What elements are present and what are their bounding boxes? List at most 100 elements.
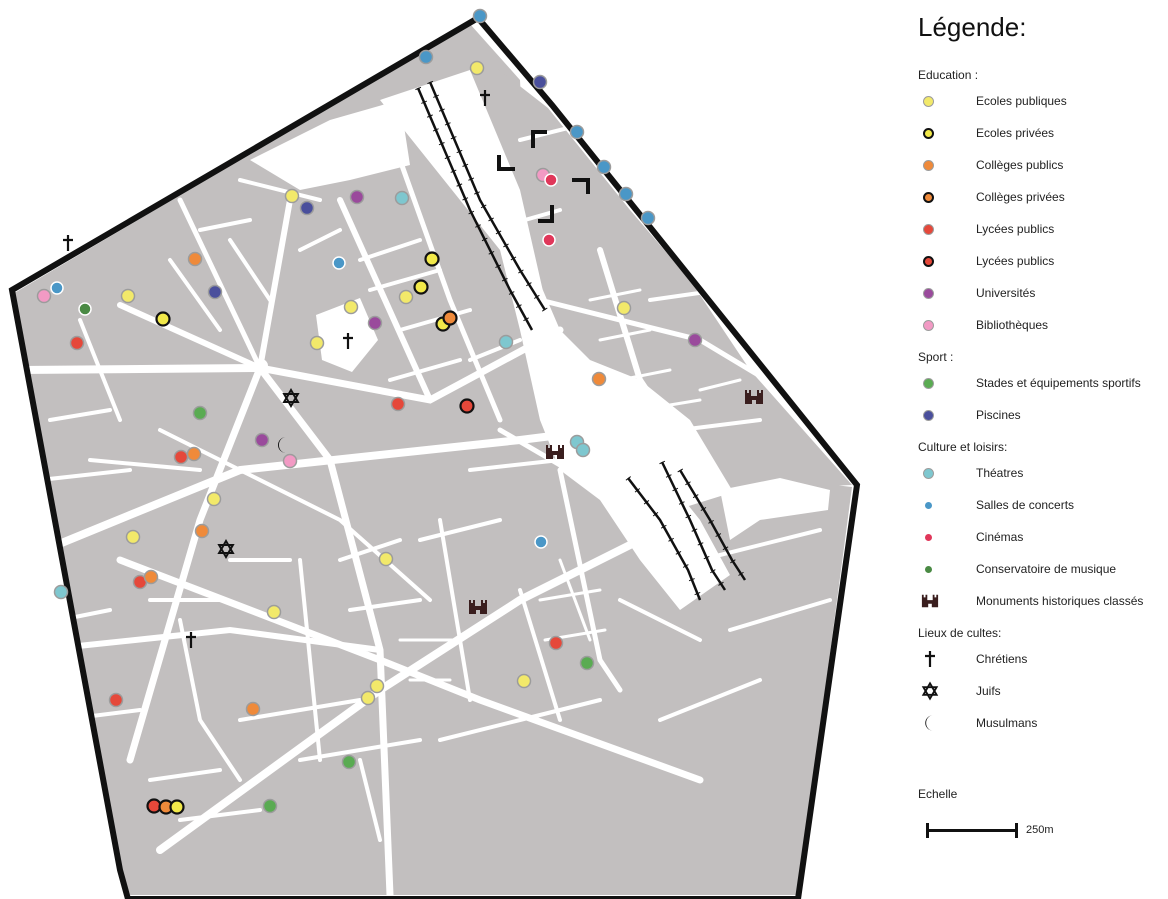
- universite-dot-swatch: [923, 287, 934, 299]
- ecole-publique-dot: [918, 91, 954, 111]
- legend-item-label: Stades et équipements sportifs: [976, 376, 1141, 390]
- street: [156, 516, 684, 854]
- salle-concert-dot: [918, 495, 954, 515]
- section-title-sport: Sport :: [918, 350, 954, 364]
- universite-dot: [367, 315, 383, 331]
- college-public-dot-swatch: [923, 159, 934, 171]
- street: [238, 698, 362, 722]
- salle-concert-dot: [50, 281, 64, 295]
- cross-icon: [480, 90, 490, 106]
- city-blocks: [14, 24, 852, 895]
- scale-bar: [926, 823, 1018, 838]
- salle-concert-dot: [569, 124, 585, 140]
- block-area: [480, 55, 852, 490]
- ecole-publique-dot: [309, 335, 325, 351]
- street: [298, 228, 342, 252]
- theatre-dot: [394, 190, 410, 206]
- legend-item-label: Théatres: [976, 466, 1024, 480]
- street: [48, 408, 112, 422]
- railway-track: [678, 469, 747, 581]
- street: [438, 698, 602, 742]
- ecole-publique-dot: [378, 551, 394, 567]
- ecole-publique-dot: [398, 289, 414, 305]
- street: [538, 588, 602, 602]
- district-map: [8, 8, 861, 899]
- cross-icon: [925, 651, 935, 667]
- stade-dot: [918, 373, 954, 393]
- chevron-marker-icon: [572, 178, 590, 194]
- railway-lines: [415, 80, 748, 602]
- scale-row: 250m: [918, 823, 1163, 838]
- college-public-dot: [591, 371, 607, 387]
- section-title-education: Education :: [918, 68, 979, 82]
- street: [78, 318, 122, 422]
- legend-item-label: Piscines: [976, 408, 1021, 422]
- street: [368, 268, 442, 292]
- stade-dot: [262, 798, 278, 814]
- lycee-public-dot: [390, 396, 406, 412]
- ecole-privee-dot: [918, 123, 954, 143]
- street: [58, 608, 112, 622]
- street: [698, 528, 822, 562]
- theatre-dot: [918, 463, 954, 483]
- legend-item: Conservatoire de musique: [918, 553, 1163, 585]
- street: [37, 626, 383, 653]
- street: [397, 157, 503, 423]
- stade-dot-swatch: [923, 377, 934, 389]
- college-public-dot: [918, 155, 954, 175]
- railway-track: [627, 477, 702, 601]
- theatre-dot: [498, 334, 514, 350]
- street: [588, 288, 642, 302]
- lycee-public-dot: [173, 449, 189, 465]
- legend-item: Salles de concerts: [918, 489, 1163, 521]
- cinema-dot: [544, 173, 558, 187]
- star-of-david-icon: [918, 681, 954, 701]
- monument-castle-icon: [745, 390, 763, 404]
- street: [678, 418, 762, 432]
- street: [337, 197, 433, 403]
- legend-title: Légende:: [918, 12, 1027, 42]
- street: [468, 458, 562, 472]
- street: [238, 178, 322, 202]
- legend-item: Stades et équipements sportifs: [918, 367, 1163, 399]
- legend-item: Lycées publics: [918, 213, 1163, 245]
- street: [638, 398, 702, 412]
- legend-item: Musulmans: [918, 707, 1163, 739]
- legend-item-label: Universités: [976, 286, 1036, 300]
- salle-concert-dot-swatch: [924, 500, 933, 510]
- ecole-publique-dot: [120, 288, 136, 304]
- scale-label: 250m: [1026, 824, 1054, 836]
- star-of-david-icon: [282, 387, 300, 409]
- stade-dot: [579, 655, 595, 671]
- ecole-publique-dot: [369, 678, 385, 694]
- lycee-public-dot: [69, 335, 85, 351]
- ecole-privee-dot: [413, 279, 429, 295]
- legend-item: Collèges privées: [918, 181, 1163, 213]
- street: [518, 588, 562, 722]
- ecole-publique-dot: [284, 188, 300, 204]
- salle-concert-dot: [534, 535, 548, 549]
- railway-track: [428, 81, 547, 311]
- open-space: [250, 100, 410, 190]
- star-of-david-icon: [217, 538, 235, 560]
- piscine-dot-swatch: [923, 409, 934, 421]
- theatre-dot: [575, 442, 591, 458]
- street: [126, 364, 264, 764]
- street: [38, 468, 132, 482]
- college-prive-dot: [918, 187, 954, 207]
- section-title-culture: Culture et loisirs:: [918, 440, 1008, 454]
- chevron-marker-icon: [538, 205, 554, 223]
- legend-item-label: Ecoles privées: [976, 126, 1055, 140]
- crescent-icon: [925, 715, 933, 731]
- district-boundary: [8, 14, 861, 899]
- monument-castle-icon: [546, 445, 564, 459]
- legend-item-label: Bibliothèques: [976, 318, 1049, 332]
- ecole-publique-dot: [360, 690, 376, 706]
